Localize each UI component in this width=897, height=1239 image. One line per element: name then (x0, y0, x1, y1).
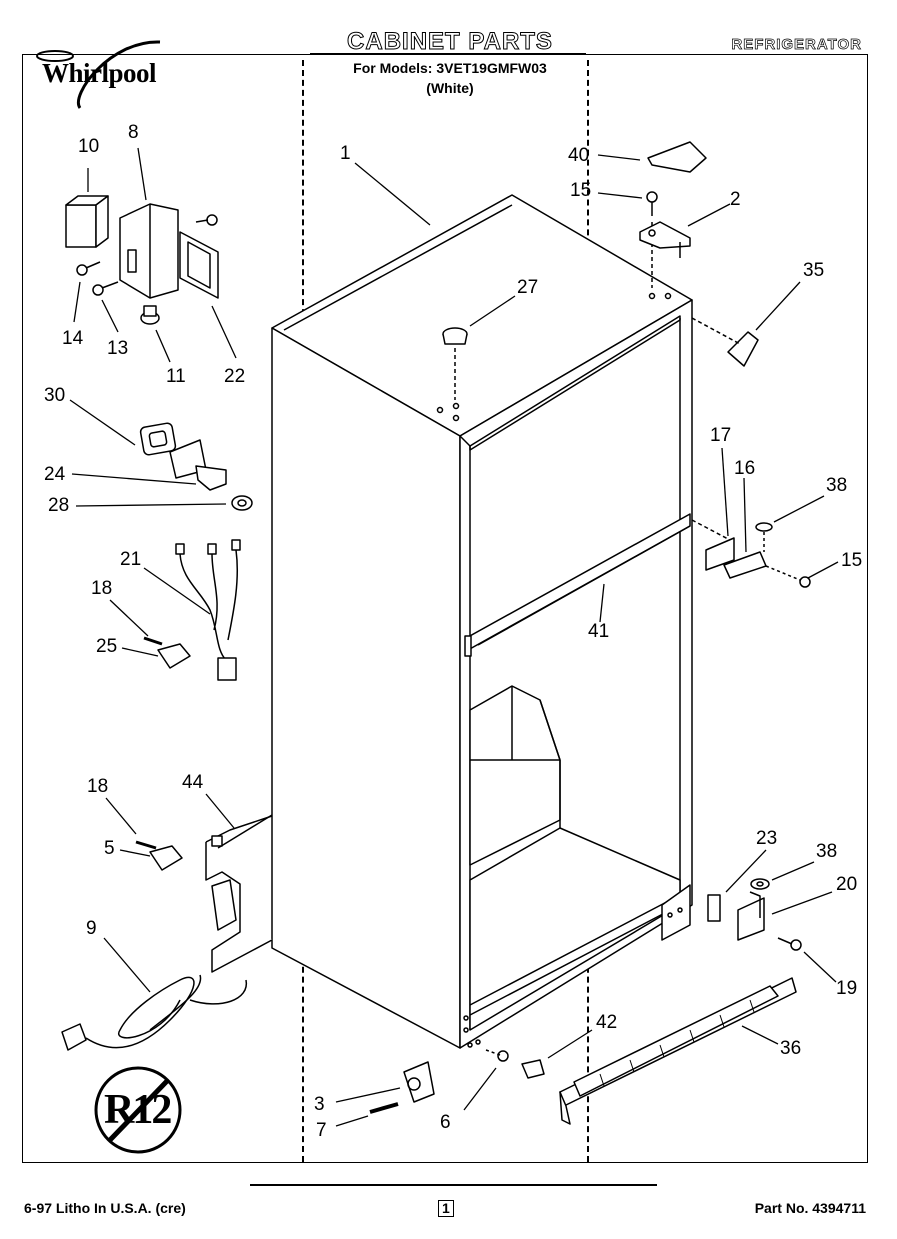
callout-19: 19 (836, 978, 858, 999)
callout-22: 22 (224, 366, 246, 387)
callout-38-bottom: 38 (816, 841, 838, 862)
callout-16: 16 (734, 458, 756, 479)
color-subtitle: (White) (426, 80, 474, 96)
callout-15-top: 15 (570, 180, 592, 201)
callout-14: 14 (62, 328, 84, 349)
callout-40: 40 (568, 145, 590, 166)
callout-17: 17 (710, 425, 732, 446)
footer-page-number: 1 (438, 1200, 454, 1217)
callout-38-top: 38 (826, 475, 848, 496)
diagram-frame (22, 54, 868, 1163)
callout-42: 42 (596, 1012, 618, 1033)
callout-7: 7 (316, 1120, 327, 1141)
product-label: REFRIGERATOR (731, 36, 862, 54)
title-rule (310, 53, 586, 55)
callout-11: 11 (166, 366, 186, 387)
callout-20: 20 (836, 874, 858, 895)
callout-9: 9 (86, 918, 97, 939)
callout-36: 36 (780, 1038, 802, 1059)
models-subtitle: For Models: 3VET19GMFW03 (353, 60, 547, 76)
callout-13: 13 (107, 338, 129, 359)
footer-rule (250, 1184, 657, 1186)
callout-27: 27 (517, 277, 539, 298)
callout-10: 10 (78, 136, 100, 157)
callout-35: 35 (803, 260, 825, 281)
r12-badge-label: R12 (104, 1087, 172, 1133)
callout-23: 23 (756, 828, 778, 849)
callout-3: 3 (314, 1094, 325, 1115)
callout-21: 21 (120, 549, 142, 570)
callout-5: 5 (104, 838, 115, 859)
callout-8: 8 (128, 122, 139, 143)
callout-41: 41 (588, 621, 610, 642)
callout-6: 6 (440, 1112, 451, 1133)
callout-2: 2 (730, 189, 741, 210)
footer-litho: 6-97 Litho In U.S.A. (cre) (24, 1200, 186, 1216)
callout-25: 25 (96, 636, 118, 657)
page-title: CABINET PARTS (347, 28, 553, 56)
callout-1: 1 (340, 143, 351, 164)
callout-15-center: 15 (841, 550, 863, 571)
cabinet-body (217, 194, 693, 1049)
callout-44: 44 (182, 772, 204, 793)
callout-18-bottom: 18 (87, 776, 109, 797)
callout-28: 28 (48, 495, 70, 516)
footer-part-number: Part No. 4394711 (754, 1200, 866, 1216)
callout-18-top: 18 (91, 578, 113, 599)
callout-30: 30 (44, 385, 66, 406)
callout-24: 24 (44, 464, 66, 485)
